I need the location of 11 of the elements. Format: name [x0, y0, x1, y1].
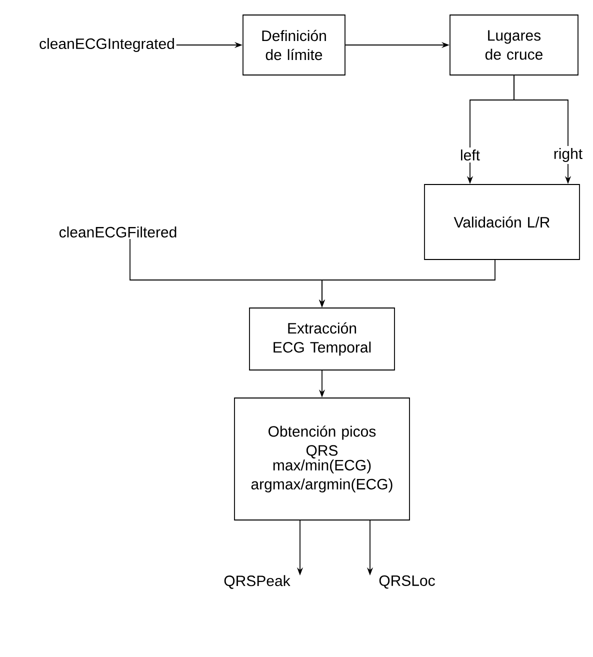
- input-label: cleanECGFiltered: [59, 226, 176, 238]
- edge-label: left: [458, 148, 482, 163]
- process-box: Definición de límite: [242, 14, 346, 76]
- process-box: Lugares de cruce: [450, 14, 578, 76]
- input-label: cleanECGIntegrated: [40, 38, 174, 52]
- edge-label: right: [551, 146, 585, 164]
- process-box: Obtención picos QRS max/min(ECG) argmax/argmin(ECG): [234, 398, 410, 520]
- process-box: Extracción ECG Temporal: [249, 308, 395, 370]
- edge-label: QRSLoc: [376, 573, 438, 591]
- edge-label: QRSPeak: [222, 573, 292, 591]
- process-box: Validación L/R: [424, 184, 580, 260]
